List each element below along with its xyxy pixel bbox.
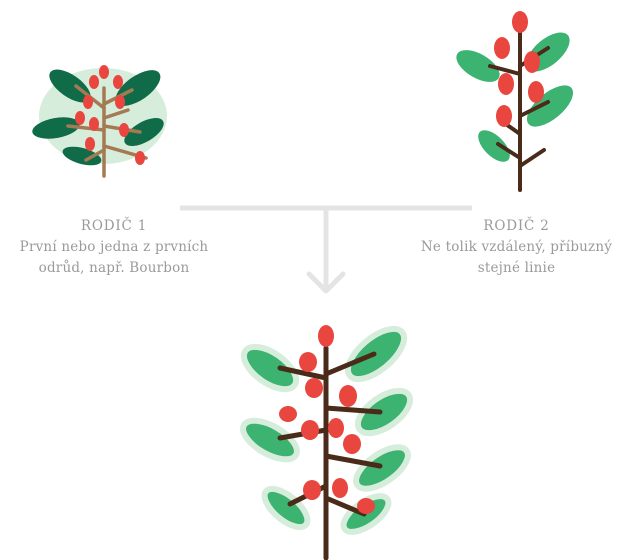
parent-2-label: RODIČ 2 Ne tolik vzdálený, příbuzný stej… bbox=[405, 216, 628, 279]
parent-2-description-line-1: Ne tolik vzdálený, příbuzný bbox=[405, 237, 628, 258]
parent-1-plant-illustration bbox=[28, 58, 178, 178]
parent-2-title: RODIČ 2 bbox=[405, 216, 628, 237]
parent-1-description-line-2: odrůd, např. Bourbon bbox=[0, 258, 228, 279]
parent-2-plant-illustration bbox=[452, 8, 588, 194]
offspring-plant-illustration bbox=[234, 318, 414, 560]
parent-1-description-line-1: První nebo jedna z prvních bbox=[0, 237, 228, 258]
parent-2-leaves bbox=[452, 25, 580, 167]
parent-1-title: RODIČ 1 bbox=[0, 216, 228, 237]
parent-1-label: RODIČ 1 První nebo jedna z prvních odrůd… bbox=[0, 216, 228, 279]
parent-2-description-line-2: stejné linie bbox=[405, 258, 628, 279]
